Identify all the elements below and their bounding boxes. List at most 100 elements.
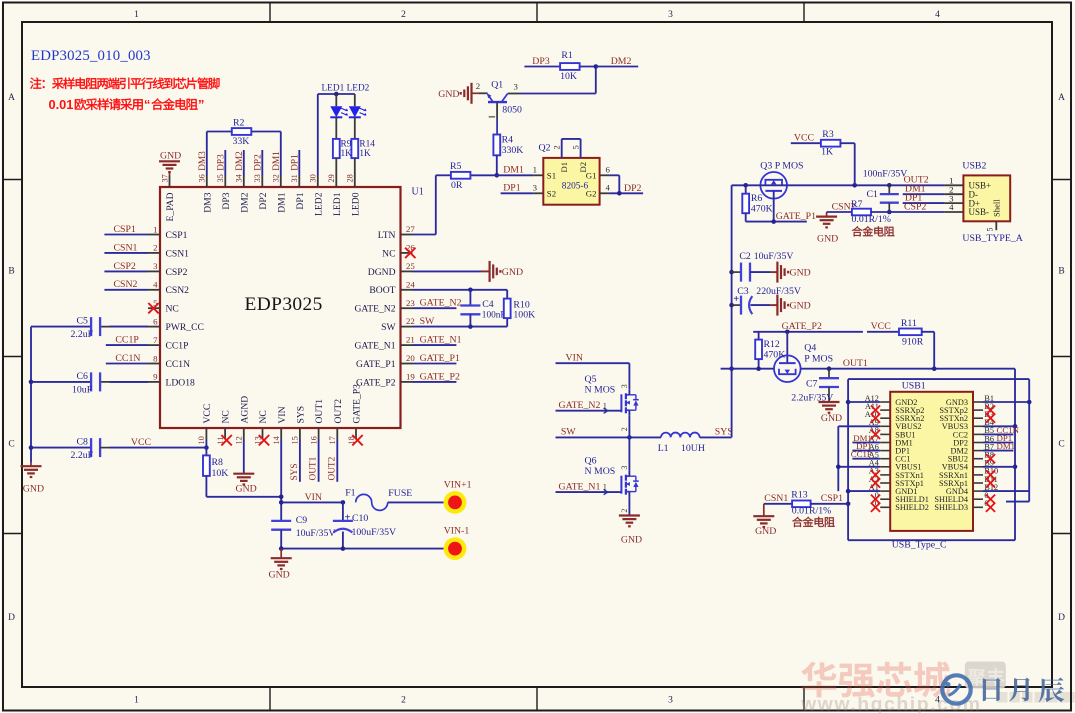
svg-text:B8: B8: [984, 451, 994, 460]
svg-text:2: 2: [620, 427, 629, 431]
svg-text:CSN2: CSN2: [114, 279, 138, 290]
svg-text:DM2: DM2: [950, 447, 968, 456]
svg-text:Q5: Q5: [585, 374, 597, 385]
svg-text:OUT1: OUT1: [314, 399, 325, 424]
svg-text:12: 12: [235, 436, 244, 444]
svg-text:330K: 330K: [502, 145, 524, 156]
svg-text:DP1: DP1: [856, 441, 872, 451]
svg-text:34: 34: [235, 173, 244, 182]
svg-text:30: 30: [309, 174, 318, 182]
svg-text:31: 31: [290, 174, 299, 182]
svg-text:+: +: [345, 513, 351, 524]
svg-text:G1: G1: [586, 171, 597, 181]
svg-text:35: 35: [216, 174, 225, 182]
svg-text:2.2uF: 2.2uF: [71, 450, 94, 461]
svg-text:S2: S2: [547, 189, 556, 199]
svg-text:A6: A6: [869, 442, 879, 451]
svg-text:2: 2: [620, 509, 629, 513]
svg-text:VIN: VIN: [305, 492, 322, 503]
svg-text:DP2: DP2: [258, 192, 269, 209]
svg-text:C9: C9: [296, 515, 308, 526]
svg-text:D+: D+: [969, 198, 981, 208]
svg-text:SSRXn2: SSRXn2: [895, 414, 924, 423]
svg-text:3: 3: [620, 466, 629, 470]
svg-text:EDP3025: EDP3025: [245, 294, 323, 315]
svg-text:R4: R4: [502, 134, 514, 145]
svg-text:CC1N: CC1N: [115, 353, 140, 364]
svg-text:D-: D-: [969, 189, 979, 199]
svg-text:1: 1: [153, 224, 157, 234]
svg-text:DP1: DP1: [997, 433, 1013, 443]
svg-text:USB_Type_C: USB_Type_C: [892, 540, 947, 551]
svg-text:2: 2: [476, 81, 480, 91]
svg-text:USB-: USB-: [969, 207, 990, 217]
svg-text:”: ”: [198, 97, 204, 112]
svg-text:DP3: DP3: [217, 154, 227, 171]
svg-text:6: 6: [606, 165, 611, 175]
svg-text:GND4: GND4: [946, 487, 969, 496]
svg-text:29: 29: [327, 174, 336, 182]
svg-text:DM3: DM3: [202, 192, 213, 212]
svg-text:DP1: DP1: [503, 183, 521, 194]
svg-text:1: 1: [603, 401, 607, 410]
svg-text:A: A: [8, 93, 15, 103]
svg-text:CC1P: CC1P: [166, 341, 189, 352]
svg-text:9: 9: [153, 372, 158, 382]
svg-text:4: 4: [935, 10, 940, 20]
svg-text:0R: 0R: [451, 180, 463, 191]
svg-text:23: 23: [406, 298, 415, 308]
svg-text:C4: C4: [482, 299, 494, 310]
svg-text:DP3: DP3: [532, 56, 550, 67]
svg-text:GATE_P1: GATE_P1: [356, 359, 396, 370]
svg-text:USB2: USB2: [962, 160, 986, 171]
svg-text:SBU1: SBU1: [895, 430, 915, 439]
svg-text:CC1: CC1: [895, 455, 910, 464]
svg-text:D: D: [1058, 613, 1065, 623]
svg-text:Q3 P MOS: Q3 P MOS: [760, 160, 803, 171]
svg-text:CSN1: CSN1: [166, 248, 190, 259]
svg-text:“: “: [144, 97, 150, 112]
svg-text:2: 2: [153, 243, 157, 253]
svg-text:10: 10: [197, 436, 206, 444]
svg-text:DM1: DM1: [997, 441, 1016, 451]
svg-text:VCC: VCC: [131, 437, 151, 448]
svg-text:VCC: VCC: [202, 404, 213, 424]
svg-text:CC1N: CC1N: [166, 359, 191, 370]
svg-text:11: 11: [216, 437, 225, 445]
svg-text:19: 19: [406, 372, 415, 382]
svg-text:GND1: GND1: [895, 487, 917, 496]
svg-text:C8: C8: [77, 437, 89, 448]
svg-text:28: 28: [346, 174, 355, 182]
svg-text:S1: S1: [547, 171, 556, 181]
svg-text:B5: B5: [984, 426, 994, 435]
svg-text:R8: R8: [212, 457, 224, 468]
svg-text:F1: F1: [345, 487, 355, 498]
svg-text:R6: R6: [751, 193, 763, 204]
svg-text:100nF: 100nF: [482, 311, 506, 321]
svg-text:CSN2: CSN2: [832, 201, 856, 212]
svg-text:OUT1: OUT1: [309, 456, 319, 480]
svg-text:B4: B4: [984, 418, 994, 427]
svg-text:15: 15: [291, 436, 300, 444]
svg-text:220uF/35V: 220uF/35V: [756, 286, 801, 297]
svg-text:R14: R14: [359, 140, 375, 150]
svg-text:B2: B2: [984, 402, 994, 411]
svg-text:U1: U1: [412, 187, 424, 198]
svg-text:33K: 33K: [233, 136, 250, 147]
svg-text:GND: GND: [755, 526, 776, 537]
svg-text:DM3: DM3: [198, 151, 208, 171]
svg-text:C: C: [8, 440, 14, 450]
svg-text:4: 4: [606, 183, 611, 193]
svg-text:DM1: DM1: [853, 433, 872, 443]
svg-text:GND: GND: [438, 89, 459, 100]
svg-text:GATE_P3: GATE_P3: [352, 384, 363, 424]
svg-text:25: 25: [406, 261, 415, 271]
svg-text:OUT2: OUT2: [904, 175, 929, 186]
svg-text:A: A: [1058, 93, 1065, 103]
svg-text:D: D: [8, 613, 15, 623]
svg-text:+: +: [733, 294, 739, 305]
svg-text:VCC: VCC: [794, 133, 814, 144]
svg-text:0.01: 0.01: [49, 97, 74, 112]
svg-text:17: 17: [328, 436, 337, 444]
svg-text:8050: 8050: [502, 105, 522, 116]
